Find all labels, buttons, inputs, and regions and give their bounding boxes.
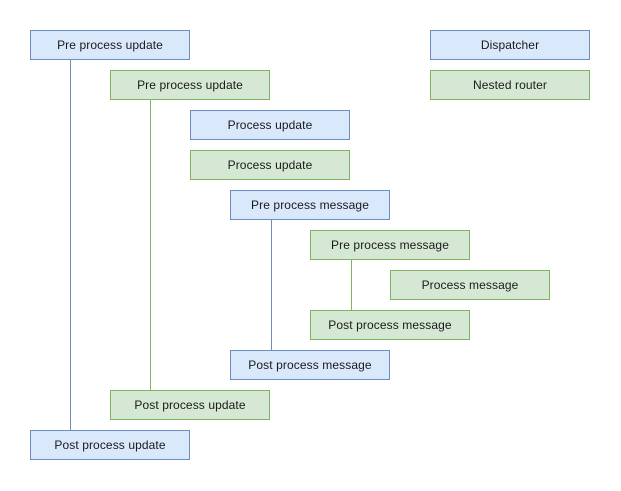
node-label: Post process message: [248, 358, 372, 372]
legend-legend-nested-router[interactable]: Nested router: [430, 70, 590, 100]
node-label: Dispatcher: [480, 38, 540, 52]
node-label: Post process update: [54, 438, 166, 452]
node-label: Pre process update: [137, 78, 243, 92]
node-label: Process update: [227, 118, 313, 132]
node-label: Pre process message: [331, 238, 449, 252]
connector-edge-dispatcher-update: [70, 60, 71, 430]
node-label: Pre process update: [57, 38, 163, 52]
node-process-update-dispatcher[interactable]: Process update: [190, 110, 350, 140]
connector-edge-router-message: [351, 260, 352, 310]
node-pre-process-update-dispatcher[interactable]: Pre process update: [30, 30, 190, 60]
node-post-process-message-router[interactable]: Post process message: [310, 310, 470, 340]
node-post-process-update-router[interactable]: Post process update: [110, 390, 270, 420]
node-label: Nested router: [472, 78, 547, 92]
connector-edge-dispatcher-message: [271, 220, 272, 350]
node-label: Process update: [227, 158, 313, 172]
connector-edge-router-update: [150, 100, 151, 390]
node-pre-process-message-dispatcher[interactable]: Pre process message: [230, 190, 390, 220]
node-pre-process-message-router[interactable]: Pre process message: [310, 230, 470, 260]
node-label: Post process update: [134, 398, 246, 412]
node-label: Post process message: [328, 318, 452, 332]
node-label: Process message: [421, 278, 519, 292]
node-process-message-router[interactable]: Process message: [390, 270, 550, 300]
node-post-process-message-dispatcher[interactable]: Post process message: [230, 350, 390, 380]
legend-legend-dispatcher[interactable]: Dispatcher: [430, 30, 590, 60]
node-process-update-router[interactable]: Process update: [190, 150, 350, 180]
node-post-process-update-dispatcher[interactable]: Post process update: [30, 430, 190, 460]
node-pre-process-update-router[interactable]: Pre process update: [110, 70, 270, 100]
node-label: Pre process message: [251, 198, 369, 212]
